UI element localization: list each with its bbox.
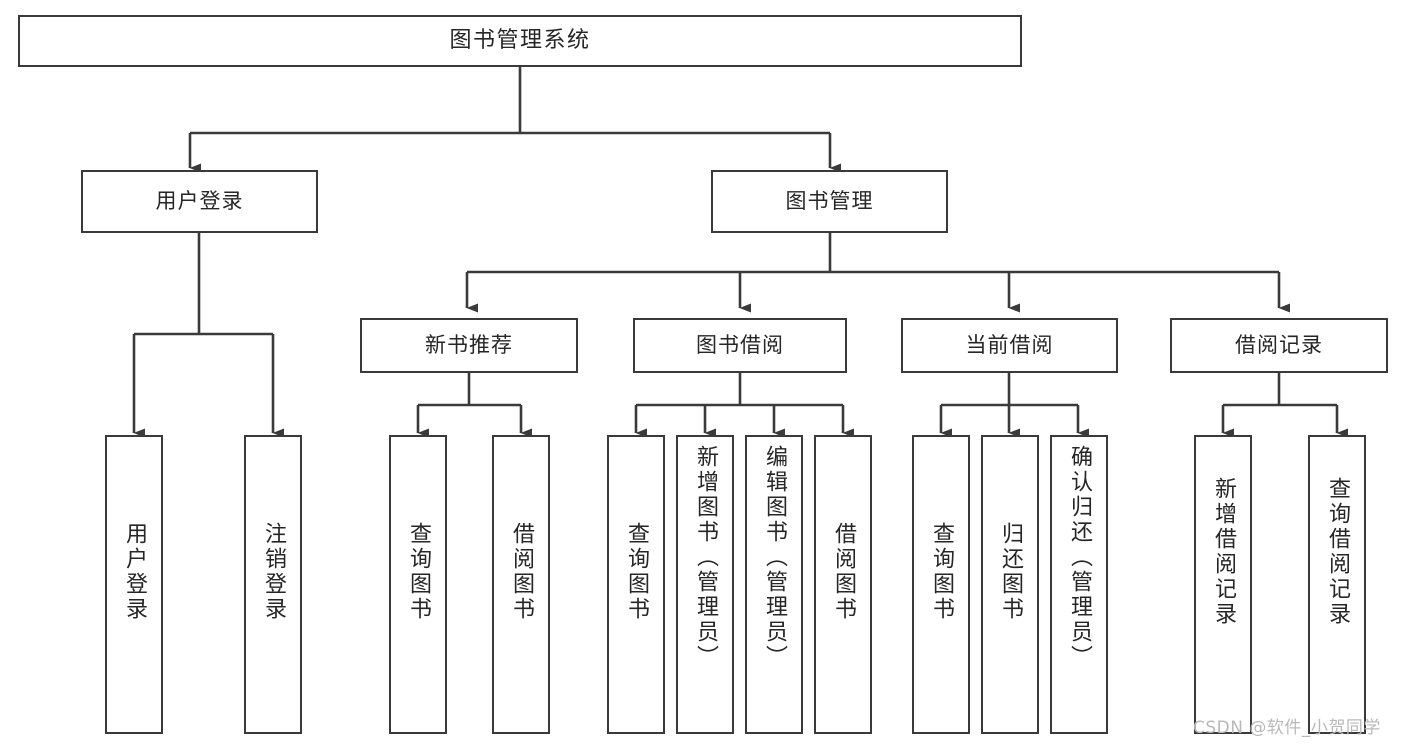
node-user-login[interactable]: 用户登录 [81,170,318,233]
node-current-borrow-label: 当前借阅 [965,333,1054,358]
node-leaf-add-book-admin[interactable]: 新增图书（管理员） [676,435,734,734]
node-root-label: 图书管理系统 [449,28,591,54]
node-new-book-recommend[interactable]: 新书推荐 [360,318,578,373]
node-current-borrow[interactable]: 当前借阅 [901,318,1118,373]
node-book-management[interactable]: 图书管理 [711,170,948,233]
node-leaf-query-book-recommend-label: 查询图书 [406,522,431,622]
node-borrow-record[interactable]: 借阅记录 [1170,318,1388,373]
node-leaf-borrow-book-label: 借阅图书 [831,522,856,622]
node-leaf-logout-label: 注销登录 [261,522,286,622]
node-leaf-query-book-current-label: 查询图书 [929,522,954,622]
node-leaf-query-borrow-record-label: 查询借阅记录 [1325,477,1350,627]
node-new-book-recommend-label: 新书推荐 [425,333,513,358]
node-leaf-confirm-return-admin-label: 确认归还（管理员） [1067,445,1092,670]
node-leaf-return-book[interactable]: 归还图书 [981,435,1039,734]
node-leaf-borrow-book[interactable]: 借阅图书 [814,435,872,734]
node-leaf-return-book-label: 归还图书 [998,522,1023,622]
node-leaf-logout[interactable]: 注销登录 [244,435,302,734]
node-leaf-edit-book-admin[interactable]: 编辑图书（管理员） [745,435,803,734]
node-leaf-query-book-recommend[interactable]: 查询图书 [389,435,447,734]
node-leaf-borrow-book-recommend[interactable]: 借阅图书 [492,435,550,734]
node-root-book-management-system[interactable]: 图书管理系统 [18,15,1022,67]
node-leaf-add-borrow-record[interactable]: 新增借阅记录 [1194,435,1252,734]
node-leaf-query-book-borrow-label: 查询图书 [624,522,649,622]
node-leaf-edit-book-admin-label: 编辑图书（管理员） [762,445,787,670]
node-book-borrow-label: 图书借阅 [696,333,784,358]
node-leaf-add-book-admin-label: 新增图书（管理员） [693,445,718,670]
node-leaf-query-book-current[interactable]: 查询图书 [912,435,970,734]
node-leaf-add-borrow-record-label: 新增借阅记录 [1211,477,1236,627]
node-leaf-user-login-label: 用户登录 [122,522,147,622]
node-book-borrow[interactable]: 图书借阅 [633,318,847,373]
node-leaf-user-login[interactable]: 用户登录 [105,435,163,734]
node-leaf-confirm-return-admin[interactable]: 确认归还（管理员） [1050,435,1108,734]
watermark-csdn: CSDN @软件_小贺同学 [1193,718,1381,738]
node-leaf-borrow-book-recommend-label: 借阅图书 [509,522,534,622]
node-user-login-label: 用户登录 [155,189,244,214]
node-book-management-label: 图书管理 [785,189,874,214]
node-leaf-query-borrow-record[interactable]: 查询借阅记录 [1308,435,1366,734]
node-leaf-query-book-borrow[interactable]: 查询图书 [607,435,665,734]
node-borrow-record-label: 借阅记录 [1235,333,1323,358]
